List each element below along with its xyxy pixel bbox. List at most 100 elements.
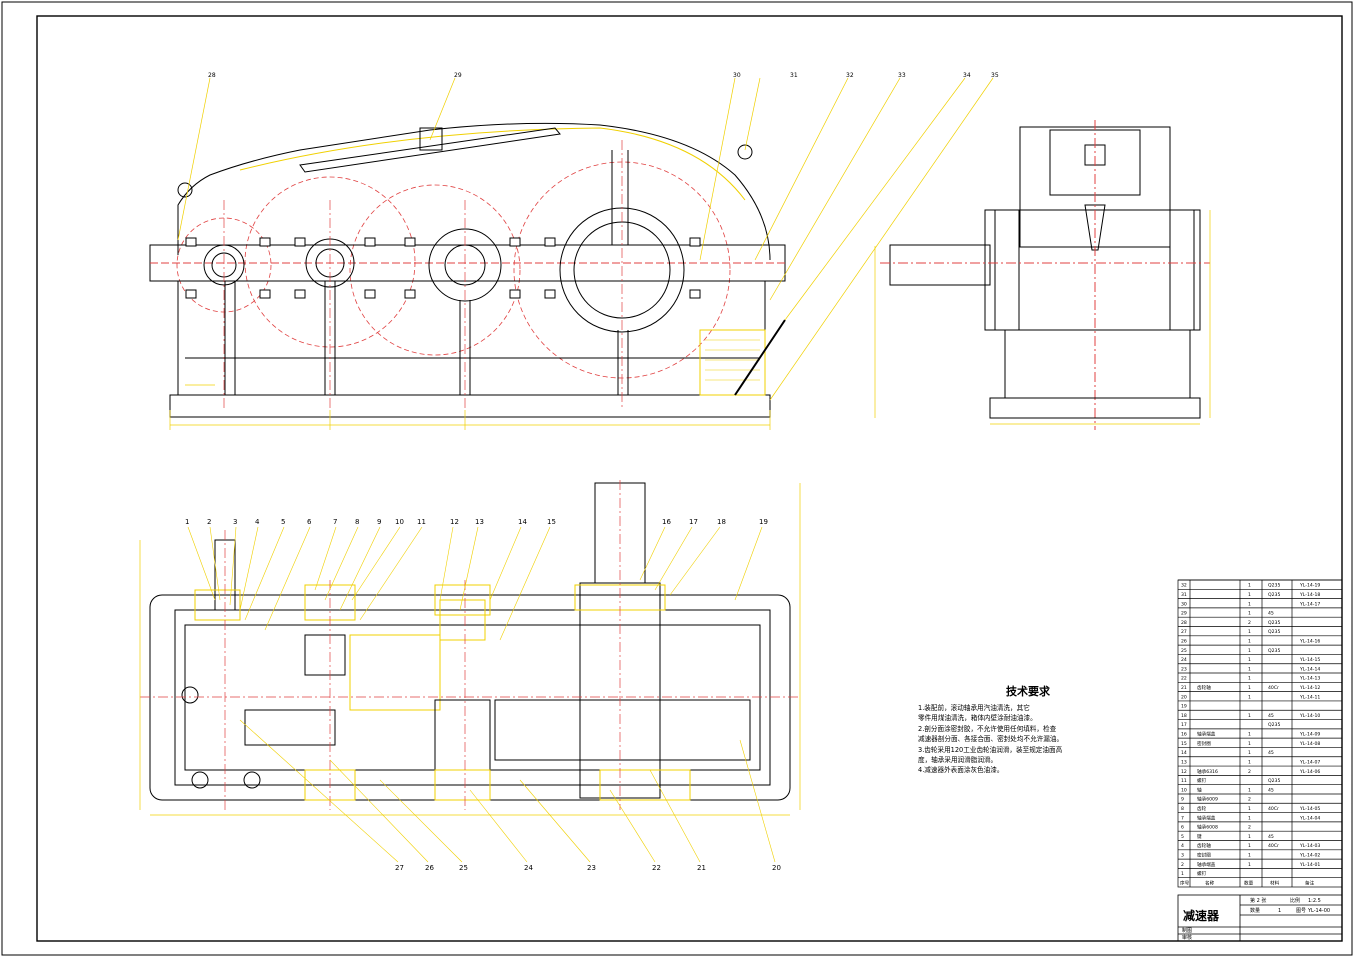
- bom-qty: 1: [1248, 843, 1251, 849]
- balloon: 23: [587, 864, 596, 872]
- bom-code: YL-14-05: [1299, 806, 1320, 812]
- bom-qty: 1: [1248, 741, 1251, 747]
- front-view: [149, 77, 994, 430]
- bom-no: 31: [1181, 592, 1187, 598]
- balloon: 1: [185, 518, 189, 526]
- bom-name: 螺钉: [1197, 777, 1207, 784]
- title-block-text: 比例 1:2.5 第 2 张 数量 1 图号 YL-14-00 制图 审核: [1182, 897, 1330, 941]
- bom-code: YL-14-02: [1299, 852, 1320, 858]
- balloon: 30: [733, 72, 741, 79]
- bom-name: 齿轮轴: [1197, 684, 1211, 691]
- title-block: [1177, 894, 1343, 942]
- bom-header-qty: 数量: [1244, 879, 1254, 886]
- balloon: 10: [395, 518, 404, 526]
- bom-no: 25: [1181, 648, 1187, 654]
- bom-name: 螺钉: [1197, 870, 1207, 877]
- bom-no: 7: [1181, 815, 1184, 821]
- bom-qty: 1: [1248, 732, 1251, 738]
- balloon: 14: [518, 518, 527, 526]
- front-balloons: 28 29 30 31 32 33 34 35: [208, 72, 999, 79]
- bom-material: 45: [1268, 750, 1274, 756]
- bom-code: YL-14-12: [1299, 685, 1320, 691]
- bom-no: 19: [1181, 704, 1187, 710]
- bom-name: 密封圈: [1197, 740, 1211, 747]
- bom-no: 20: [1181, 694, 1187, 700]
- bom-name: 轴承端盖: [1197, 814, 1216, 821]
- bom-code: YL-14-07: [1299, 759, 1320, 765]
- bom-material: 45: [1268, 713, 1274, 719]
- bom-qty: 1: [1248, 676, 1251, 682]
- bom-qty: 1: [1248, 592, 1251, 598]
- balloon: 8: [355, 518, 359, 526]
- balloon: 27: [395, 864, 404, 872]
- balloon: 18: [717, 518, 726, 526]
- bom-material: Q235: [1268, 620, 1280, 626]
- bom-material: 45: [1268, 787, 1274, 793]
- bom-header-note: 备注: [1305, 879, 1315, 886]
- balloon: 9: [377, 518, 381, 526]
- bom-qty: 2: [1248, 797, 1251, 803]
- bom-qty: 1: [1248, 685, 1251, 691]
- balloon: 29: [454, 72, 462, 79]
- bom-qty: 1: [1248, 694, 1251, 700]
- scale-value: 1:2.5: [1308, 898, 1321, 904]
- bom-qty: 1: [1248, 834, 1251, 840]
- qty-value: 1: [1278, 908, 1281, 914]
- bom-material: Q235: [1268, 592, 1280, 598]
- bom-name: 轴承6008: [1197, 824, 1218, 831]
- bom-qty: 1: [1248, 583, 1251, 589]
- balloon: 15: [547, 518, 556, 526]
- balloon: 7: [333, 518, 337, 526]
- bom-name: 轴: [1197, 786, 1202, 793]
- bom-qty: 1: [1248, 759, 1251, 765]
- bom-name: 轴承6009: [1197, 796, 1218, 803]
- tech-req-line: 1.装配前，滚动轴承用汽油清洗，其它: [918, 704, 1030, 712]
- plan-view: [139, 480, 801, 863]
- bom-material: Q235: [1268, 722, 1280, 728]
- bom-no: 32: [1181, 583, 1187, 589]
- balloon: 34: [963, 72, 971, 79]
- balloon: 4: [255, 518, 260, 526]
- tech-req-line: 3.齿轮采用120工业齿轮油润滑，装至规定油面高: [918, 745, 1063, 754]
- bom-material: 45: [1268, 611, 1274, 617]
- bom-code: YL-14-19: [1299, 583, 1320, 589]
- balloon: 24: [524, 864, 533, 872]
- bom-qty: 1: [1248, 787, 1251, 793]
- balloon: 11: [417, 518, 426, 526]
- balloon: 35: [991, 72, 999, 79]
- bom-code: YL-14-17: [1299, 601, 1320, 607]
- bom-no: 15: [1181, 741, 1187, 747]
- tech-req-line: 零件用煤油清洗，箱体内壁涂耐油油漆。: [918, 714, 1037, 723]
- technical-requirements: 技术要求 1.装配前，滚动轴承用汽油清洗，其它 零件用煤油清洗，箱体内壁涂耐油油…: [918, 683, 1118, 776]
- bom-no: 8: [1181, 806, 1184, 812]
- bom-no: 5: [1181, 834, 1184, 840]
- bom-qty: 1: [1248, 666, 1251, 672]
- balloon: 19: [759, 518, 768, 526]
- bom-no: 18: [1181, 713, 1187, 719]
- bom-material: 45: [1268, 834, 1274, 840]
- balloon: 2: [207, 518, 211, 526]
- balloon: 26: [425, 864, 434, 872]
- balloon: 25: [459, 864, 468, 872]
- bom-qty: 1: [1248, 852, 1251, 858]
- bom-name: 轴承端盖: [1197, 731, 1216, 738]
- balloon: 32: [846, 72, 854, 79]
- bom-code: YL-14-16: [1299, 639, 1320, 645]
- bom-material: Q235: [1268, 648, 1280, 654]
- bom-material: 40Cr: [1268, 685, 1279, 691]
- balloon: 22: [652, 864, 661, 872]
- tech-req-line: 2.剖分面涂密封胶，不允许使用任何填料，检查: [918, 724, 1057, 733]
- balloon: 12: [450, 518, 459, 526]
- bom-material: Q235: [1268, 778, 1280, 784]
- plan-balloons: 1 2 3 4 5 6 7 8 9 10 11 12 13 14 15 16 1…: [185, 518, 781, 872]
- bom-no: 14: [1181, 750, 1187, 756]
- bom-name: 键: [1197, 833, 1202, 840]
- bom-header-material: 材料: [1270, 879, 1280, 886]
- bom-no: 11: [1181, 778, 1187, 784]
- bom-material: Q235: [1268, 629, 1280, 635]
- bom-header-no: 序号: [1180, 879, 1190, 886]
- bom-no: 28: [1181, 620, 1187, 626]
- inner-border: [36, 15, 1343, 942]
